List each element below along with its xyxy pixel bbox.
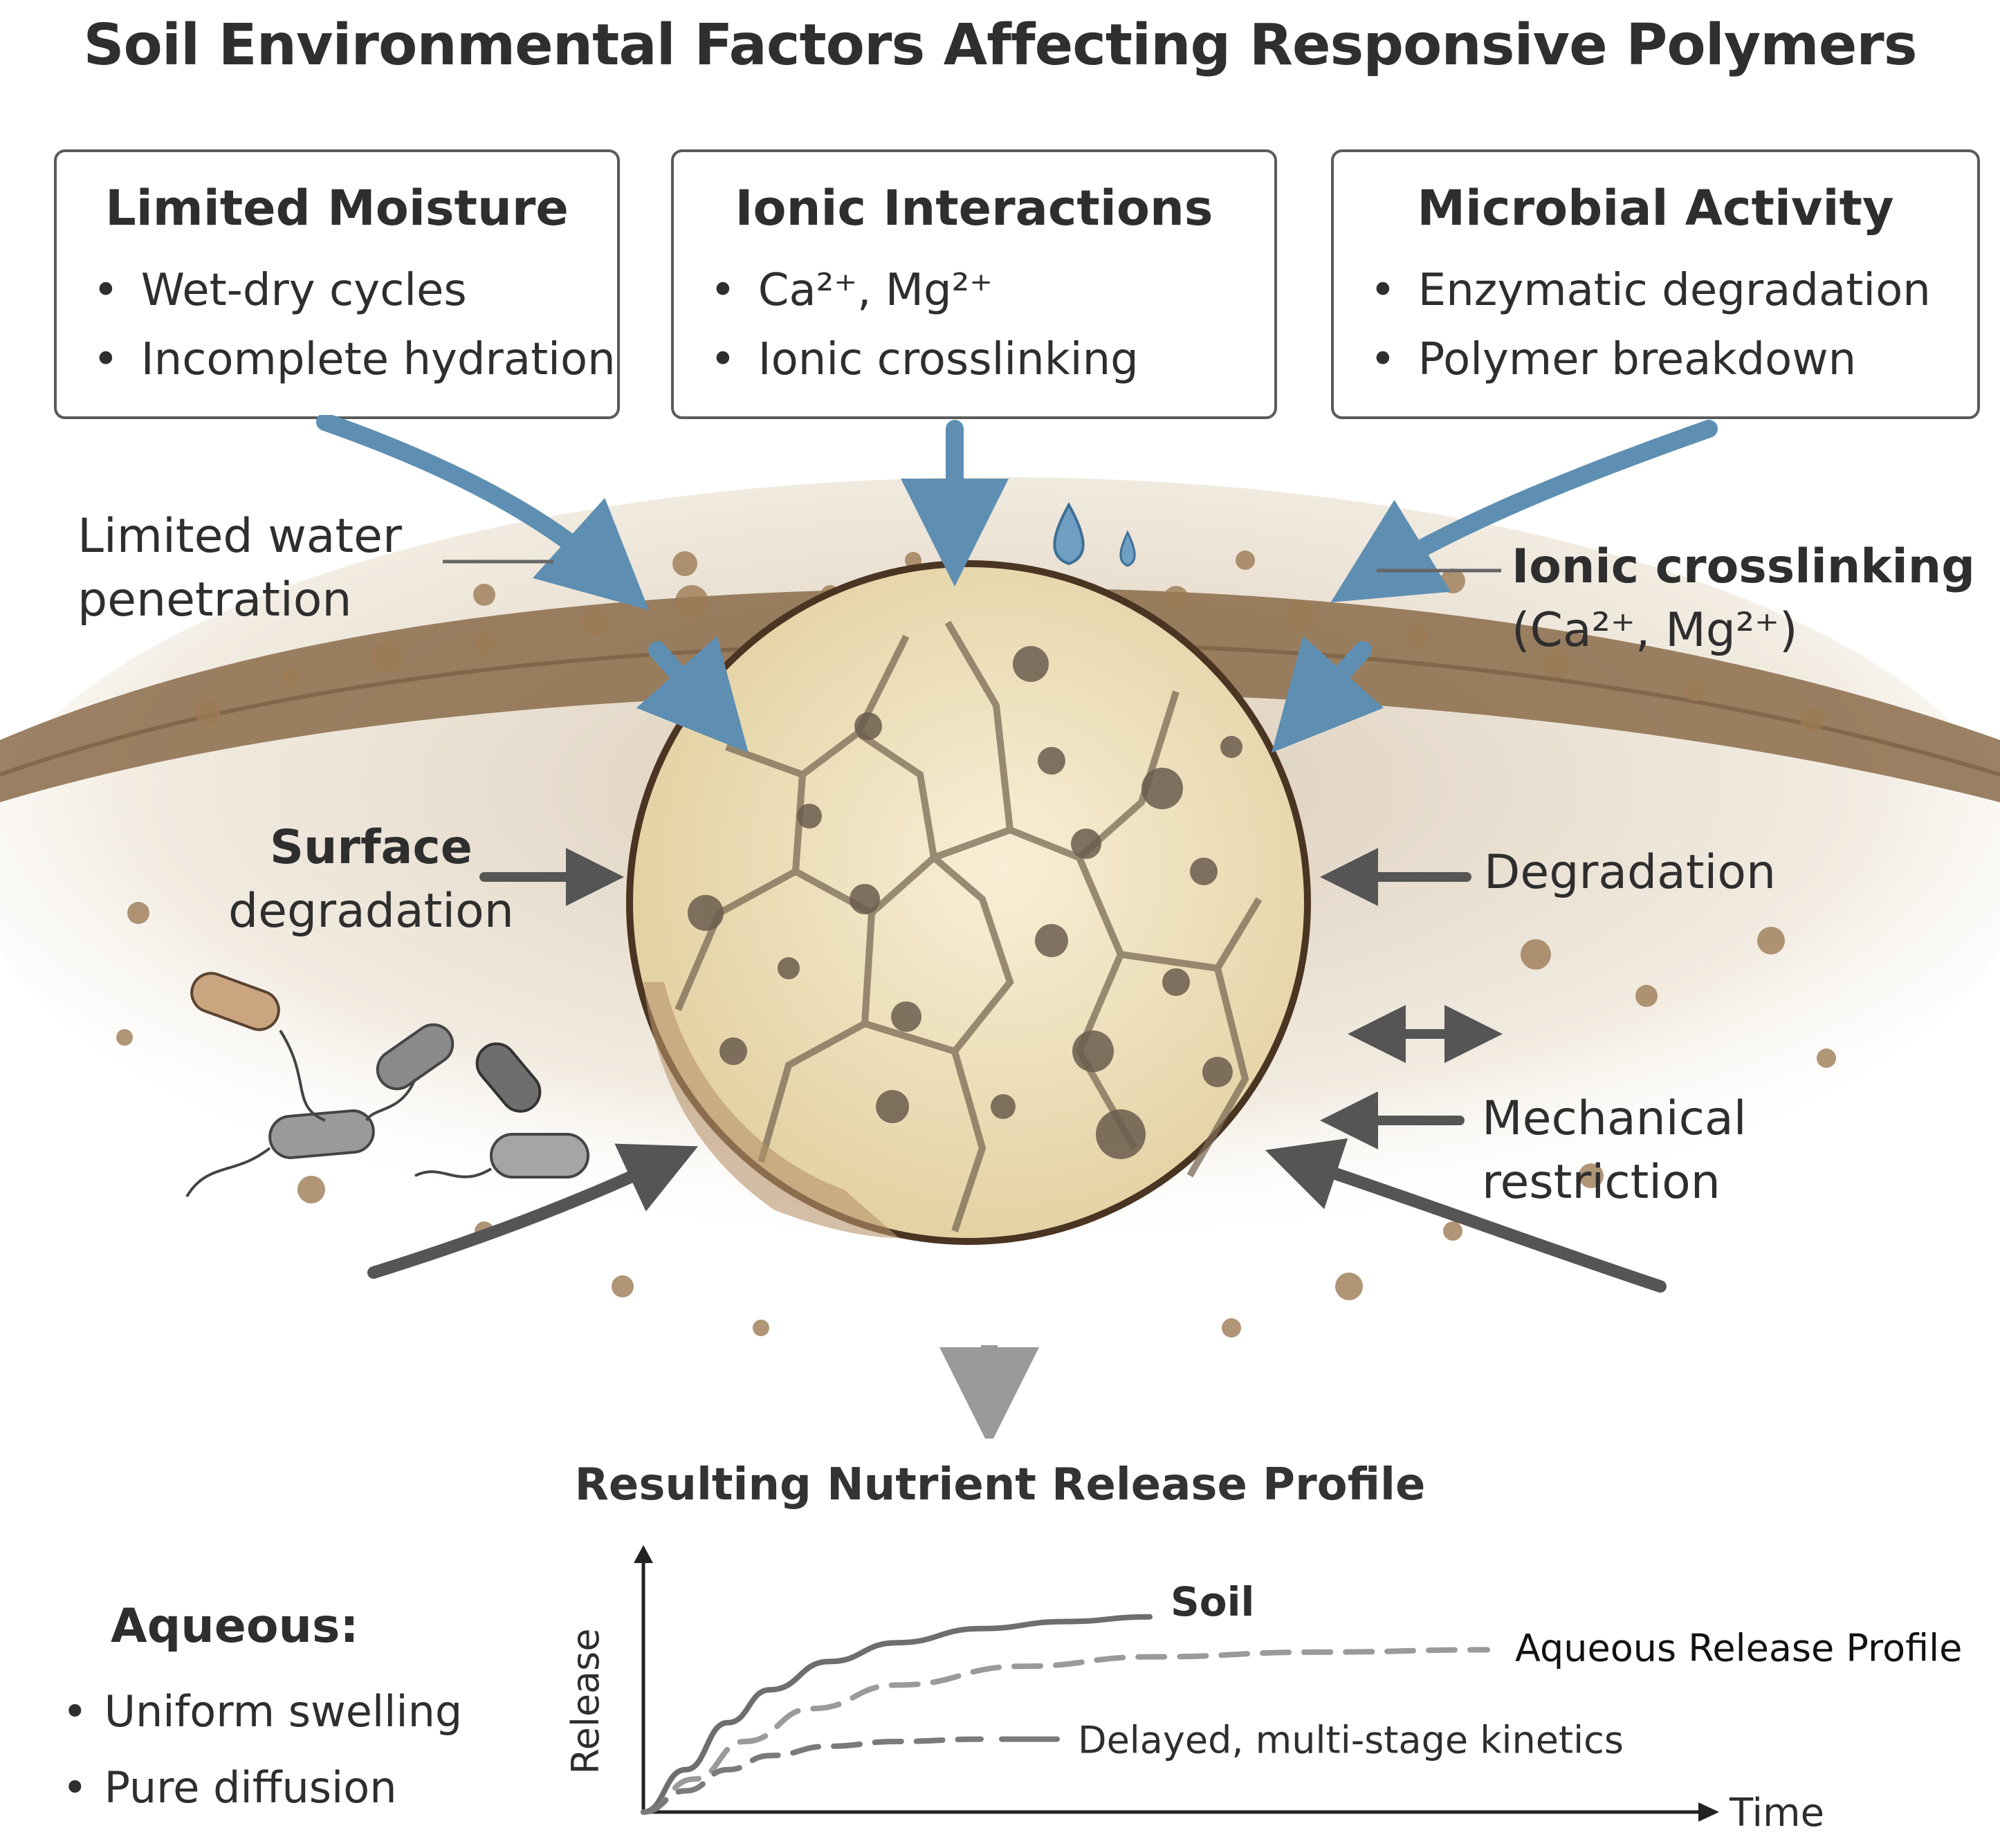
factor-bullet: Ionic crosslinking: [710, 325, 1139, 394]
label-ionic-crosslinking: Ionic crosslinking (Ca²⁺, Mg²⁺): [1512, 539, 1975, 658]
soil-illustration: [0, 415, 2000, 1439]
y-axis-arrow-icon: [634, 1545, 653, 1563]
capsule-pores: [688, 646, 1242, 1159]
factor-bullets: Wet-dry cycles Incomplete hydration: [93, 256, 616, 394]
bacteria-cluster: [185, 972, 589, 1198]
soil-particles: [116, 551, 1836, 1338]
label-degradation: Degradation: [1484, 845, 1777, 900]
water-drop-icon: [1053, 501, 1085, 566]
soil-top-layer: [0, 588, 2000, 802]
x-axis-arrow-icon: [1698, 1802, 1719, 1822]
moisture-arrows: [316, 415, 1718, 753]
page-title: Soil Environmental Factors Affecting Res…: [83, 12, 1917, 78]
aqueous-bullets: Uniform swelling Pure diffusion: [62, 1674, 463, 1826]
factor-box-limited-moisture: Limited Moisture Wet-dry cycles Incomple…: [54, 149, 620, 419]
chart-axes: [634, 1545, 1719, 1822]
factor-bullets: Ca²⁺, Mg²⁺ Ionic crosslinking: [710, 256, 1139, 394]
capsule-edge-sediment: [643, 982, 899, 1238]
factor-bullet: Enzymatic degradation: [1370, 256, 1931, 325]
label-surface-degradation: Surface degradation: [228, 820, 514, 939]
y-axis-label: Release: [564, 1629, 607, 1775]
aqueous-bullet: Uniform swelling: [62, 1674, 463, 1750]
factor-bullet: Ca²⁺, Mg²⁺: [710, 256, 1139, 325]
series-line-3: [641, 1736, 984, 1815]
factor-bullet: Polymer breakdown: [1370, 325, 1931, 394]
label-mechanical-restriction: Mechanical restriction: [1482, 1091, 1747, 1210]
factor-box-microbial-activity: Microbial Activity Enzymatic degradation…: [1331, 149, 1980, 419]
series-label-3: Delayed, multi-stage kinetics: [1078, 1719, 1624, 1762]
chart-lines: [641, 1614, 1490, 1815]
series-label-1: Soil: [1171, 1578, 1254, 1625]
series-line-1: [641, 1614, 1153, 1815]
factor-title: Ionic Interactions: [735, 180, 1213, 237]
stress-arrows: [367, 848, 1667, 1293]
factor-bullet: Incomplete hydration: [93, 325, 616, 394]
factor-bullet: Wet-dry cycles: [93, 256, 616, 325]
label-limited-water: Limited water penetration: [77, 509, 402, 627]
x-axis-label: Time: [1729, 1791, 1824, 1836]
capsule-cracks: [675, 620, 1263, 1232]
series-line-2: [641, 1647, 1490, 1815]
factor-title: Limited Moisture: [105, 180, 569, 237]
aqueous-bullet: Pure diffusion: [62, 1750, 462, 1826]
factor-box-ionic-interactions: Ionic Interactions Ca²⁺, Mg²⁺ Ionic cros…: [671, 149, 1277, 419]
water-drop-icon: [1119, 530, 1136, 567]
factor-bullets: Enzymatic degradation Polymer breakdown: [1370, 256, 1931, 394]
factor-title: Microbial Activity: [1417, 180, 1894, 237]
aqueous-heading: Aqueous:: [111, 1599, 359, 1654]
chart-title: Resulting Nutrient Release Profile: [574, 1459, 1426, 1510]
series-label-2: Aqueous Release Profile: [1515, 1626, 1962, 1670]
